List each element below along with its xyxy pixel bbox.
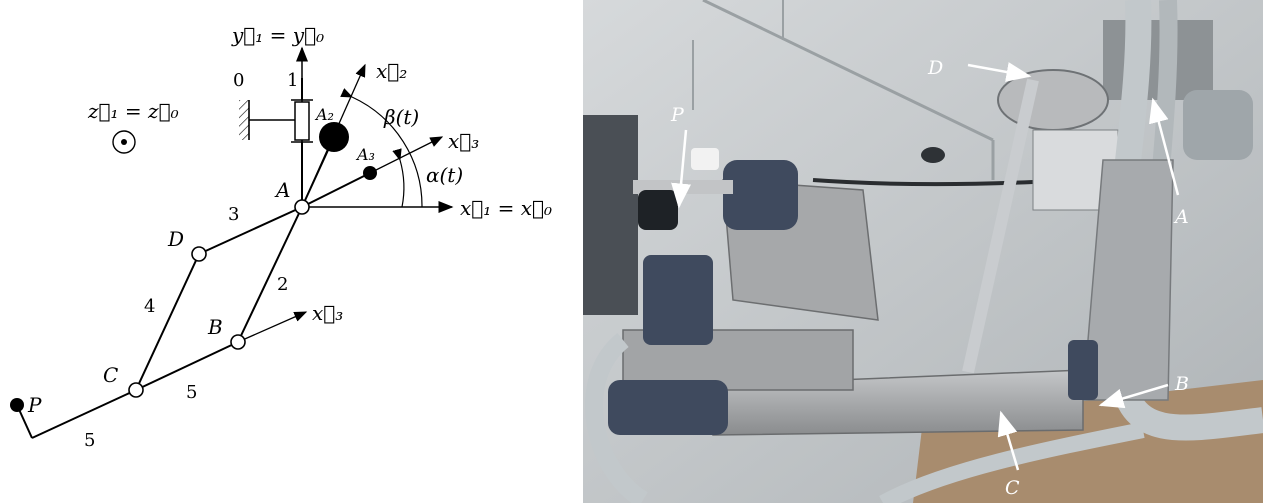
- lower-cable-right: [879, 422, 1145, 503]
- alpha-arc: [392, 148, 405, 208]
- link-number-2: 2: [277, 274, 288, 295]
- top-mount: [1103, 20, 1213, 100]
- x3-lower-label: x⃗₃: [312, 301, 343, 325]
- z-axis-label: z⃗₁ = z⃗₀: [87, 99, 179, 123]
- robot-arm-photo: D P A B C: [583, 0, 1263, 503]
- link-3-AD: [198, 206, 303, 255]
- z-axis-dot-icon: [121, 139, 127, 145]
- mass-A2: [319, 122, 349, 152]
- photo-label-P: P: [670, 104, 685, 126]
- link-2-AB: [237, 206, 303, 343]
- arrow-B: [1098, 383, 1169, 409]
- label-A2: A₂: [314, 105, 334, 124]
- panel-line: [702, 0, 994, 142]
- blue-cap-right: [1068, 340, 1098, 400]
- link-number-5-lower: 5: [84, 430, 95, 451]
- label-P: P: [27, 393, 42, 417]
- handle-grip: [723, 160, 798, 230]
- x2-label: x⃗₂: [376, 59, 407, 83]
- joint-C: [128, 382, 144, 398]
- link-5-CB: [135, 341, 239, 391]
- motor-right: [1183, 90, 1253, 160]
- joint-D: [191, 246, 207, 262]
- dark-box: [583, 115, 638, 315]
- link-5-CP: [31, 389, 137, 439]
- label-A3: A₃: [355, 145, 375, 164]
- x3-upper-label: x⃗₃: [448, 129, 479, 153]
- beta-arc: [340, 88, 423, 208]
- label-C: C: [103, 363, 118, 387]
- alpha-label: α(t): [426, 163, 463, 187]
- arrow-A: [1149, 97, 1180, 196]
- link-4-DC: [135, 253, 200, 391]
- vertical-arm: [1082, 159, 1174, 401]
- photo-label-B: B: [1174, 373, 1189, 395]
- lower-cable-left: [585, 332, 649, 503]
- label-B: B: [207, 315, 223, 339]
- joint-B: [230, 334, 246, 350]
- joint-A: [294, 199, 310, 215]
- x3-lower-axis: [237, 311, 308, 343]
- link-number-1: 1: [287, 70, 298, 91]
- rod-D: [962, 78, 1039, 374]
- blue-cap-left: [608, 380, 728, 435]
- point-P: [10, 398, 24, 412]
- link-to-A3: [301, 172, 371, 208]
- wall-hole: [921, 147, 945, 163]
- link-number-5-upper: 5: [186, 382, 197, 403]
- link-number-3: 3: [228, 204, 239, 225]
- handle-tip: [638, 190, 678, 230]
- label-D: D: [167, 227, 184, 251]
- link-number-4: 4: [144, 296, 155, 317]
- arrow-P: [671, 129, 692, 209]
- kinematic-diagram: y⃗₁ = y⃗₀ x⃗₁ = x⃗₀ z⃗₁ = z⃗₀ x⃗₂ x⃗₃ x⃗…: [10, 23, 552, 451]
- photo-label-A: A: [1173, 206, 1189, 228]
- arrow-C: [997, 410, 1020, 471]
- y-axis-label: y⃗₁ = y⃗₀: [231, 23, 324, 47]
- label-ground-0: 0: [233, 70, 244, 91]
- photo-label-D: D: [927, 57, 943, 79]
- ground-hatch: [239, 100, 249, 140]
- beta-label: β(t): [383, 105, 419, 129]
- label-A: A: [274, 178, 290, 202]
- arrow-D: [967, 62, 1032, 82]
- x-axis-label: x⃗₁ = x⃗₀: [460, 196, 552, 220]
- mass-A3: [363, 166, 377, 180]
- white-button: [691, 148, 719, 170]
- top-flange: [997, 69, 1109, 131]
- photo-label-C: C: [1005, 477, 1020, 499]
- wrist-column: [643, 255, 713, 345]
- slider-body: [294, 101, 310, 141]
